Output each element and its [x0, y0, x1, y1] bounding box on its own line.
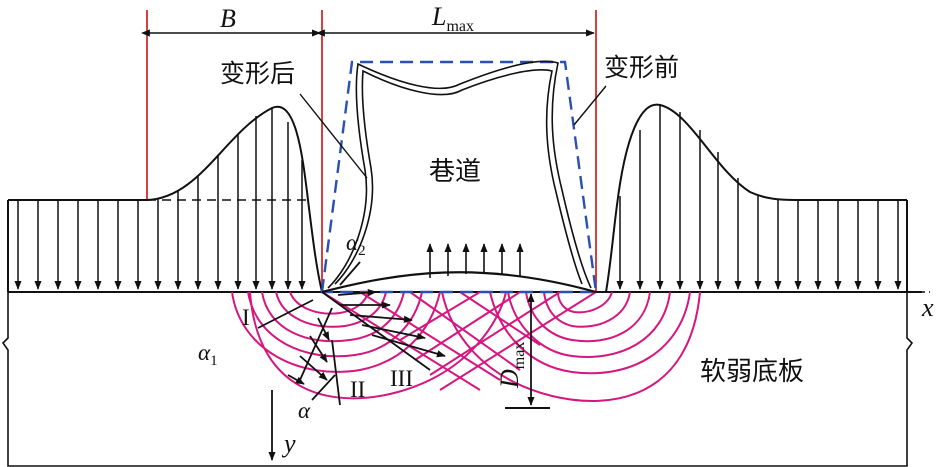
zone-1-label: I: [242, 305, 250, 330]
left-load-arrows: [14, 108, 306, 290]
slip-line: [414, 291, 521, 361]
slip-direction-arrows: [257, 261, 446, 406]
slip-line: [507, 291, 671, 358]
slip-line-field: [231, 291, 701, 402]
alpha-1-label: α1: [198, 340, 218, 369]
slip-line: [439, 291, 597, 391]
roadway-label: 巷道: [429, 157, 481, 187]
roadway-after-deformation: [327, 60, 592, 289]
slip-line: [543, 291, 631, 328]
slip-line: [261, 291, 405, 343]
left-load-curve: [7, 105, 323, 293]
slip-line: [249, 291, 507, 400]
zone-3-label: III: [390, 366, 413, 391]
slip-line: [409, 291, 521, 371]
dmax-label: Dmax: [495, 342, 528, 389]
slip-line: [321, 291, 481, 391]
soft-floor-label: 软弱底板: [700, 357, 804, 387]
floor-outline: [1, 292, 914, 467]
boundary-lines: [146, 10, 597, 292]
after-deformation-label: 变形后: [220, 59, 295, 88]
alpha-label: α: [298, 398, 311, 423]
slip-line: [231, 291, 441, 373]
slip-line: [289, 291, 369, 315]
y-axis-label: y: [281, 429, 296, 458]
zone-2-label: II: [350, 377, 365, 402]
dmax-dimension: [505, 293, 550, 409]
right-load-arrows: [616, 105, 902, 290]
before-deformation-label: 变形前: [604, 53, 679, 82]
slip-line: [399, 291, 481, 341]
slip-line: [275, 291, 387, 328]
lmax-label: Lmax: [431, 2, 474, 35]
after-deformation-leader: [299, 93, 368, 179]
slip-line: [557, 291, 613, 314]
alpha-2-label: α2: [346, 230, 366, 259]
before-deformation-leader: [573, 85, 607, 126]
x-axis-label: x: [921, 293, 934, 322]
roadway-before-deformation: [320, 60, 598, 294]
slip-line: [489, 291, 691, 375]
slip-line: [429, 291, 561, 376]
b-label: B: [220, 4, 236, 33]
floor-heave-arrows: [426, 243, 524, 278]
right-load-curve: [605, 103, 908, 293]
floor-heave-curve: [321, 271, 597, 294]
slip-line: [525, 291, 651, 343]
